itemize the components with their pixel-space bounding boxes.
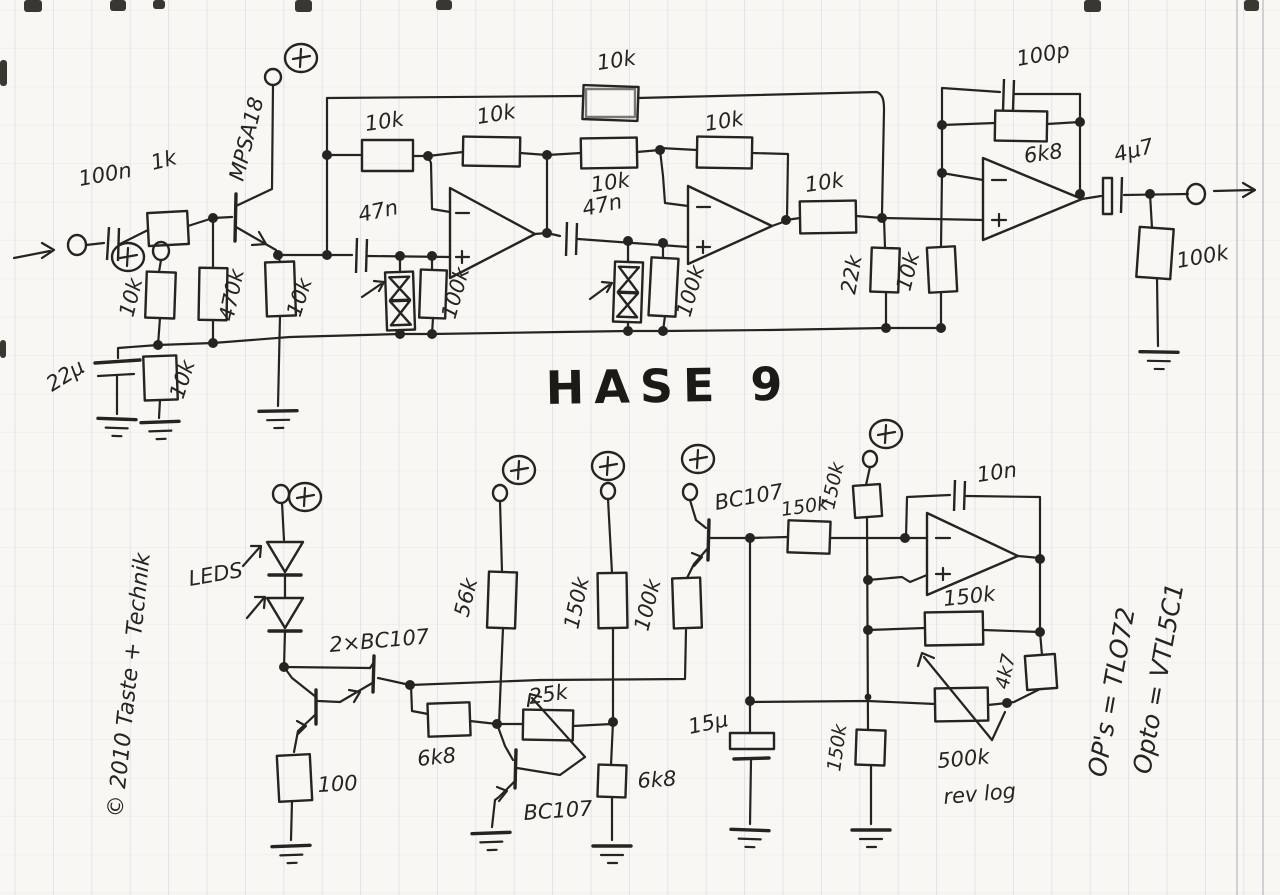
opamp-lfo [866,511,1020,597]
label-mix-r: 10k [803,168,846,197]
label-bias-r-top: 10k [115,275,148,319]
column-150k-mid: 150k 6k8 [559,450,677,865]
resistor-150k-fb: 150k [866,582,1042,647]
opamp-3: 100p 6k8 [937,38,1085,242]
resistor-st1-100k: 100k [417,254,475,336]
label-out-cap: 4μ7 [1111,134,1156,167]
resistor-row: 10k 10k 10k [325,99,665,197]
label-lfo-cap15u: 15μ [686,707,730,739]
label-bias-r-bot: 10k [165,356,200,401]
resistor-100: 100 [270,752,358,866]
column-100k: BC107 100k [630,443,786,633]
label-st1-gnd-r: 100k [437,264,475,322]
ldr-2 [588,260,645,324]
label-lfo-r150k-top: 150k [817,459,849,511]
label-st1-cap: 47n [356,195,400,227]
pot-500k: 500k rev log [748,651,1017,809]
label-lfo-6k8-b: 6k8 [637,766,677,793]
vref-rail [156,323,946,347]
output-network: 4μ7 100k [1080,134,1257,372]
resistor-op3-in-10k: 10k [892,171,959,330]
label-lfo-pot25k: 25k [527,680,570,709]
label-mix-shunt-r: 22k [836,253,867,296]
capacitor-10n: 10n [904,458,1042,557]
ldr-1 [360,270,417,332]
scan-artifacts [0,0,1259,358]
transistor-mpsa18: MPSA18 [208,42,319,252]
label-op3-fb-c: 100p [1015,38,1072,71]
transistor-bc107-buffer: BC107 [685,479,786,580]
stage1-network: 47n 100k [276,195,475,336]
label-out-r: 100k [1175,240,1231,273]
resistor-470k: 470k [197,216,249,348]
label-input-res: 1k [148,145,179,175]
paper-edge-lines [1236,0,1264,895]
label-ff-top-r: 10k [595,46,638,75]
label-lfo-6k8-a: 6k8 [416,743,457,771]
label-row-r1: 10k [363,107,406,136]
label-row-r2: 10k [475,99,518,129]
resistor-st2-100k: 100k [647,241,709,333]
bias-divider: 10k 10k 22μ [42,240,200,442]
mixer-network: 10k 22k 10k [784,168,985,330]
label-lfo-r56k: 56k [450,575,483,619]
label-lfo-q-limit: BC107 [523,796,594,825]
label-input-cap: 100n [77,158,134,191]
resistor-out-100k: 100k [1135,192,1231,372]
pot-25k: 25k [495,680,614,759]
label-emitter-r: 10k [282,274,317,319]
label-lfo-pot500k: 500k [936,744,991,773]
darlington-2xbc107: 2×BC107 100 [270,624,431,866]
label-lfo-fb-c: 10n [975,458,1018,487]
label-lfo-r150k-mid: 150k [559,574,594,631]
label-op2-fb-r: 10k [703,106,746,136]
label-q-input: MPSA18 [225,95,269,183]
capacitor-100p: 100p [1001,38,1082,112]
label-base-r: 470k [214,266,249,323]
label-op3-in-r: 10k [892,249,925,293]
resistor-22k: 22k [836,216,901,330]
resistor-4k7: 4k7 [991,630,1059,705]
lfo-core: 150k 150k 150k 10n 150k [686,418,1059,850]
label-lfo-r4k7: 4k7 [991,652,1020,691]
label-st2-cap: 47n [580,189,624,221]
feedforward-path: 10k [322,46,886,260]
label-lfo-r150k-gnd: 150k [823,722,852,773]
opamp-1 [426,153,552,280]
stage2-network: 47n 100k [545,189,709,333]
lfo-drive-node: 6k8 25k BC107 [405,628,688,853]
input-jack [12,233,106,260]
page-title: HASE 9 [545,357,793,415]
transistor-bc107-limit: BC107 [470,722,594,853]
label-op3-fb-r: 6k8 [1022,139,1064,168]
label-lfo-pot500k-taper: rev log [942,779,1016,809]
resistor-input-1k: 1k [145,145,215,248]
resistor-op2-fb: 10k [658,106,790,220]
label-lfo-fb-r: 150k [942,582,997,611]
label-row-r3: 10k [589,168,632,197]
label-bias-cap: 22μ [42,355,89,397]
label-led-e-r: 100 [317,771,358,797]
label-led-q: 2×BC107 [328,624,430,657]
resistor-6k8-fb: 6k8 [940,109,1082,168]
led-chain: LEDS [187,481,323,672]
